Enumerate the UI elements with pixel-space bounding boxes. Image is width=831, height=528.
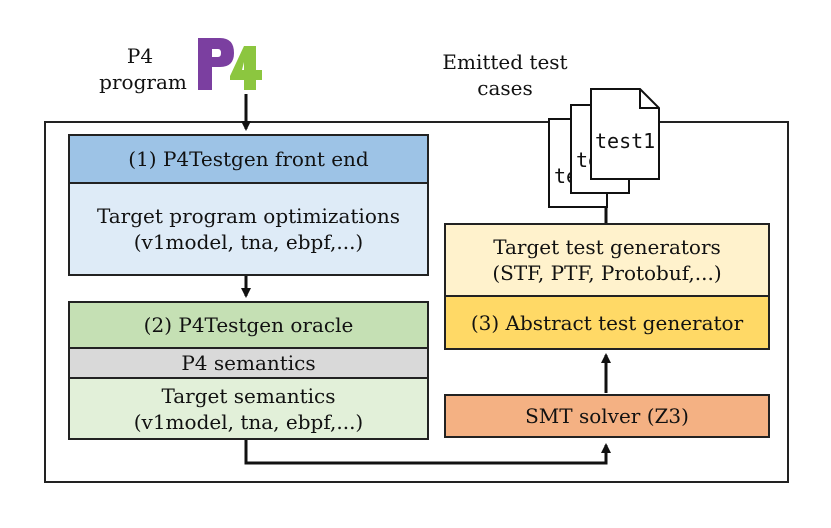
frontend-header: (1) P4Testgen front end	[68, 134, 429, 184]
arrow-oracle-to-solver	[244, 440, 611, 465]
oracle-body-line2: (v1model, tna, ebpf,...)	[133, 409, 364, 434]
frontend-body: Target program optimizations (v1model, t…	[68, 182, 429, 276]
target-generators-line2: (STF, PTF, Protobuf,...)	[492, 261, 722, 285]
abstract-generator: (3) Abstract test generator	[444, 295, 770, 350]
p4-logo	[194, 34, 264, 92]
target-generators: Target test generators (STF, PTF, Protob…	[444, 223, 770, 297]
test-doc-front: test1	[590, 88, 660, 180]
oracle-body: Target semantics (v1model, tna, ebpf,...…	[68, 377, 429, 440]
oracle-body-line1: Target semantics	[161, 383, 336, 408]
test-doc-front-label: test1	[595, 129, 656, 153]
target-generators-line1: Target test generators	[493, 235, 721, 259]
smt-solver: SMT solver (Z3)	[444, 394, 770, 438]
oracle-header: (2) P4Testgen oracle	[68, 301, 429, 349]
smt-solver-label: SMT solver (Z3)	[525, 404, 689, 428]
frontend-body-line2: (v1model, tna, ebpf,...)	[133, 230, 364, 254]
input-label-line2: program	[99, 70, 187, 94]
input-label-line1: P4	[126, 44, 154, 68]
oracle-semantics: P4 semantics	[68, 347, 429, 379]
abstract-generator-label: (3) Abstract test generator	[470, 310, 744, 335]
oracle-semantics-label: P4 semantics	[181, 351, 316, 375]
output-label-line1: Emitted test	[442, 50, 568, 74]
oracle-header-label: (2) P4Testgen oracle	[143, 313, 354, 337]
outer-frame	[44, 121, 789, 483]
p4-logo-graphic	[198, 38, 262, 90]
output-label-line2: cases	[477, 76, 533, 100]
frontend-body-line1: Target program optimizations	[96, 204, 401, 228]
frontend-header-label: (1) P4Testgen front end	[128, 147, 369, 171]
